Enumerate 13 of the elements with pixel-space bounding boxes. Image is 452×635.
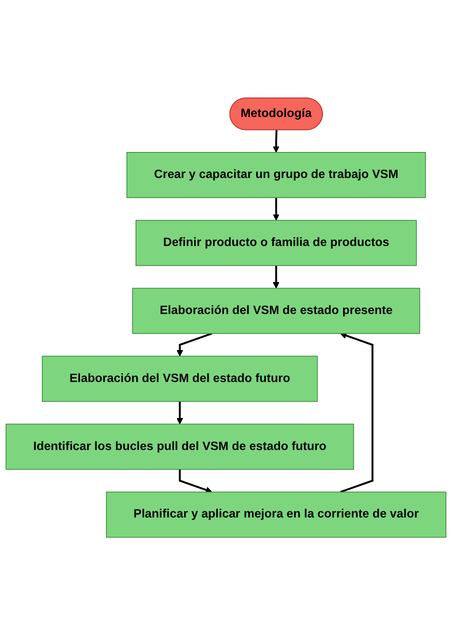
arrow <box>176 332 212 356</box>
node-box: Elaboración del VSM de estado presente <box>132 288 420 334</box>
arrow <box>176 401 184 424</box>
arrow <box>340 332 374 493</box>
node-box: Definir producto o familia de productos <box>136 220 417 266</box>
arrow <box>272 265 280 288</box>
arrow <box>272 130 280 152</box>
node-box: Identificar los bucles pull del VSM de estado futuro <box>6 424 354 470</box>
node-box: Planificar y aplicar mejora en la corriente de valor <box>106 491 446 538</box>
arrow <box>272 198 280 220</box>
node-box: Elaboración del VSM del estado futuro <box>42 356 318 402</box>
arrow <box>178 469 212 493</box>
node-box: Crear y capacitar un grupo de trabajo VSM <box>126 152 426 198</box>
